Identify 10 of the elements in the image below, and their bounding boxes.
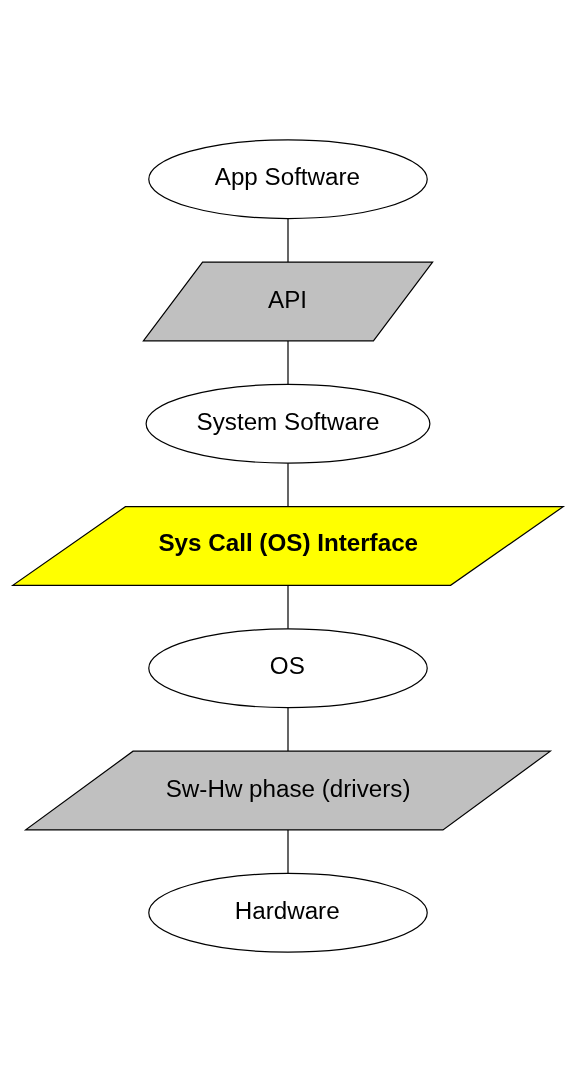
connector bbox=[287, 340, 289, 385]
node-ellipse: Hardware bbox=[148, 872, 428, 953]
node-ellipse: App Software bbox=[148, 139, 428, 220]
connector bbox=[287, 462, 289, 508]
connector bbox=[287, 829, 289, 874]
connector bbox=[287, 584, 289, 630]
connector bbox=[287, 707, 289, 752]
node-ellipse: System Software bbox=[145, 383, 431, 464]
connector bbox=[287, 218, 289, 263]
node-ellipse: OS bbox=[148, 628, 428, 709]
